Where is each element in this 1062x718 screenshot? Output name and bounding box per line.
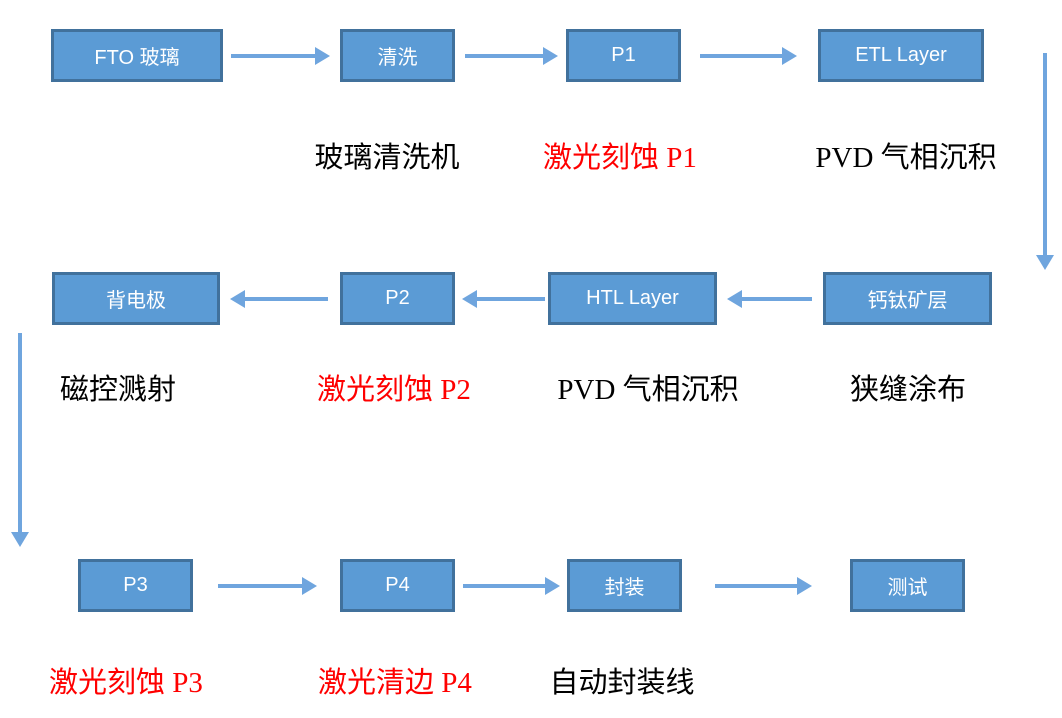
arrow-left-icon xyxy=(727,290,812,308)
node-fto-glass: FTO 玻璃 xyxy=(51,29,223,82)
node-testing: 测试 xyxy=(850,559,965,612)
arrow-right-icon xyxy=(218,577,317,595)
caption-glass-washer: 玻璃清洗机 xyxy=(314,142,460,174)
caption-laser-edge-clean-p4: 激光清边 P4 xyxy=(318,667,472,699)
arrow-right-icon xyxy=(463,577,560,595)
caption-pvd-deposition-etl: PVD 气相沉积 xyxy=(815,142,997,174)
arrow-left-icon xyxy=(462,290,545,308)
node-p2: P2 xyxy=(340,272,455,325)
arrow-left-icon xyxy=(230,290,328,308)
node-cleaning: 清洗 xyxy=(340,29,455,82)
node-p1: P1 xyxy=(566,29,681,82)
caption-laser-scribe-p2: 激光刻蚀 P2 xyxy=(317,374,471,406)
arrow-down-icon xyxy=(1036,53,1054,270)
caption-auto-encapsulation-line: 自动封装线 xyxy=(549,667,695,699)
node-back-electrode: 背电极 xyxy=(52,272,220,325)
caption-slot-die-coating: 狭缝涂布 xyxy=(849,374,967,406)
caption-pvd-deposition-htl: PVD 气相沉积 xyxy=(557,374,739,406)
node-perovskite-layer: 钙钛矿层 xyxy=(823,272,992,325)
node-p3: P3 xyxy=(78,559,193,612)
arrow-right-icon xyxy=(715,577,812,595)
caption-laser-scribe-p1: 激光刻蚀 P1 xyxy=(543,142,697,174)
node-p4: P4 xyxy=(340,559,455,612)
node-etl-layer: ETL Layer xyxy=(818,29,984,82)
arrow-down-icon xyxy=(11,333,29,547)
arrow-right-icon xyxy=(231,47,330,65)
node-htl-layer: HTL Layer xyxy=(548,272,717,325)
caption-laser-scribe-p3: 激光刻蚀 P3 xyxy=(49,667,203,699)
arrow-right-icon xyxy=(465,47,558,65)
caption-magnetron-sputtering: 磁控溅射 xyxy=(59,374,177,406)
arrow-right-icon xyxy=(700,47,797,65)
node-encapsulation: 封装 xyxy=(567,559,682,612)
